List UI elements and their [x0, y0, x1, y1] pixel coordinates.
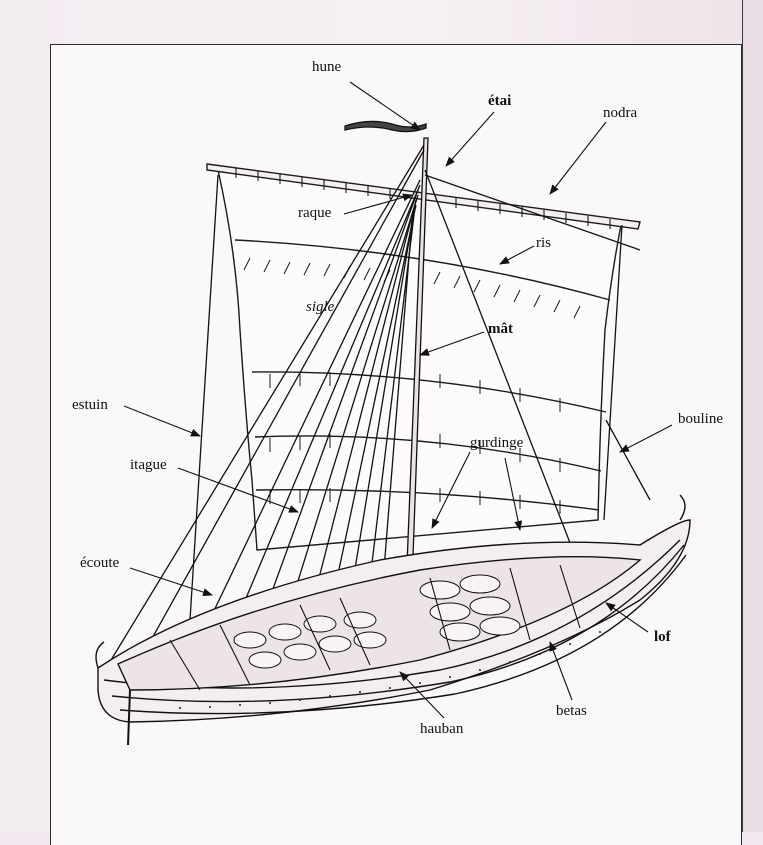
label-itague: itague: [130, 458, 167, 473]
label-nodra: nodra: [603, 106, 637, 121]
label-sigle: sigle: [306, 300, 334, 315]
label-etai: étai: [488, 94, 511, 109]
label-estuin: estuin: [72, 398, 108, 413]
label-lof: lof: [654, 630, 671, 645]
label-hauban: hauban: [420, 722, 463, 737]
label-raque: raque: [298, 206, 331, 221]
label-mat: mât: [488, 322, 513, 337]
label-gurdinge: gurdinge: [470, 436, 523, 451]
label-bouline: bouline: [678, 412, 723, 427]
label-ecoute: écoute: [80, 556, 119, 571]
label-hune: hune: [312, 60, 341, 75]
label-ris: ris: [536, 236, 551, 251]
label-betas: betas: [556, 704, 587, 719]
